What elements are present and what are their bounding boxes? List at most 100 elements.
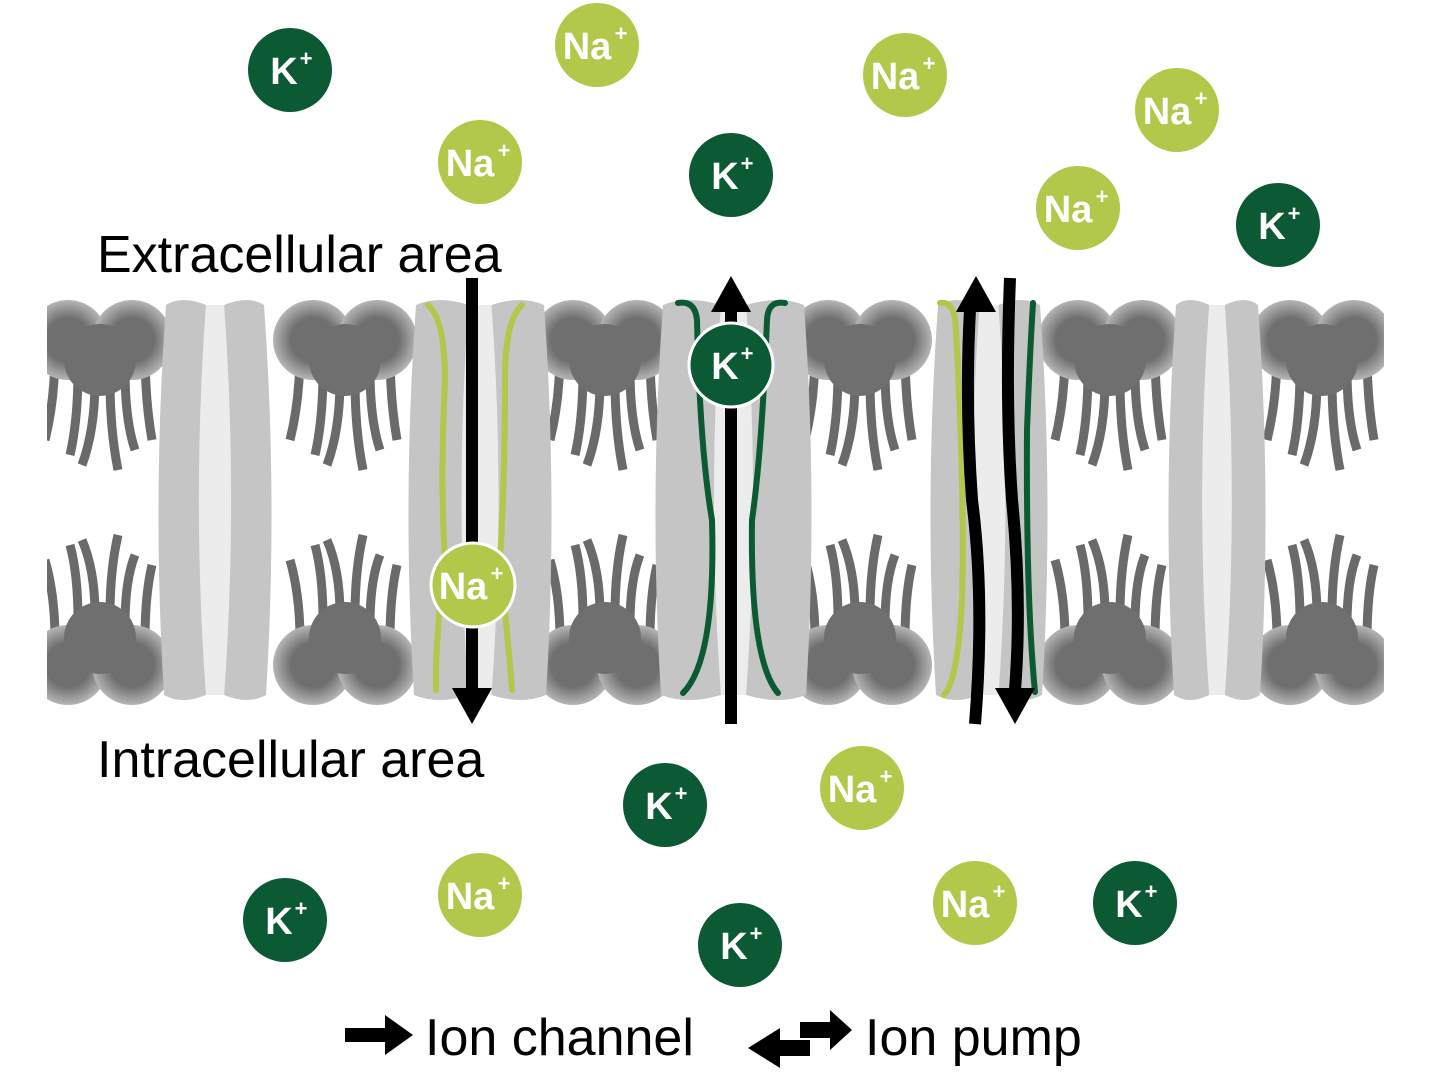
lipid-head: [569, 324, 641, 396]
ion-circle: [243, 878, 327, 962]
protein-subunit: [1168, 300, 1210, 700]
lipid-head: [1286, 602, 1358, 674]
ion-symbol: Na: [563, 26, 612, 68]
ion-charge: +: [1288, 201, 1301, 226]
lipid-head: [64, 324, 136, 396]
lipid-tail: [310, 543, 328, 621]
ion-charge: +: [300, 46, 313, 71]
ion-symbol: K: [1115, 884, 1143, 926]
ion-symbol: K: [711, 346, 739, 388]
ion-symbol: K: [270, 51, 298, 93]
lipid-tail: [570, 543, 588, 621]
potassium-ion: K+: [689, 133, 773, 217]
ion-symbol: Na: [446, 876, 495, 918]
sodium-channel: [408, 300, 552, 700]
sodium-ion: Na+: [820, 746, 904, 830]
intracellular-label: Intracellular area: [97, 731, 484, 789]
ion-charge: +: [295, 896, 308, 921]
ion-charge: +: [741, 151, 754, 176]
ion-symbol: Na: [1044, 189, 1093, 231]
ion-circle: [863, 33, 947, 117]
legend-ion-channel: Ion channel: [425, 1009, 694, 1067]
arrowhead-icon: [956, 276, 996, 312]
lipid-tail: [65, 543, 83, 621]
ion-symbol: K: [1258, 206, 1286, 248]
lipid-group: [788, 300, 932, 705]
pump-lining: [937, 299, 966, 698]
ion-circle: [933, 861, 1017, 945]
legend-ion-pump: Ion pump: [865, 1009, 1082, 1067]
lipid-tail: [1115, 533, 1133, 616]
ion-circle: [1135, 68, 1219, 152]
ion-channel-arrow-down: [452, 278, 492, 724]
lipid-head: [569, 602, 641, 674]
transport-arrows: [452, 276, 1035, 725]
protein-subunit: [655, 300, 721, 700]
membrane-proteins: [158, 299, 1266, 700]
ion-circle: [555, 3, 639, 87]
sodium-ion: Na+: [863, 33, 947, 117]
lipid-tail: [610, 533, 628, 616]
ion-circle: [248, 28, 332, 112]
ion-circle: [820, 746, 904, 830]
ion-circle: [1036, 166, 1120, 250]
protein-subunit: [1224, 300, 1266, 700]
arrowhead-icon: [995, 688, 1035, 724]
extracellular-label: Extracellular area: [97, 226, 502, 284]
ions: K+Na+Na+Na+Na+K+Na+K+K+Na+K+Na+Na+K+K+Na…: [243, 3, 1320, 987]
lipid-group: [533, 300, 677, 705]
lipid-tail: [865, 533, 883, 616]
ion-pump-arrow-down: [1001, 277, 1024, 691]
ion-symbol: Na: [446, 143, 495, 185]
lipid-head: [1074, 324, 1146, 396]
lipid-tail: [1327, 533, 1345, 616]
ion-circle: [429, 541, 517, 629]
ion-circle: [623, 763, 707, 847]
channel-lining: [748, 299, 788, 696]
sodium-ion: Na+: [933, 861, 1017, 945]
protein-subunit: [158, 300, 206, 700]
closed-channel-left: [158, 300, 272, 700]
ion-circle: [1093, 861, 1177, 945]
lipid-tail: [350, 533, 368, 616]
ion-charge: +: [923, 51, 936, 76]
lipid-tail: [825, 543, 843, 621]
ion-charge: +: [615, 21, 628, 46]
closed-channel-right: [1168, 300, 1266, 700]
pump-lining: [1023, 300, 1038, 695]
ion-charge: +: [750, 921, 763, 946]
lipid-group: [1038, 300, 1182, 705]
ion-symbol: K: [720, 926, 748, 968]
sodium-ion: Na+: [1135, 68, 1219, 152]
ion-pump-arrow-up: [961, 309, 986, 725]
ion-charge: +: [1195, 86, 1208, 111]
potassium-ion: K+: [243, 878, 327, 962]
ion-pump: [930, 299, 1048, 700]
sodium-ion: Na+: [555, 3, 639, 87]
ion-charge: +: [675, 781, 688, 806]
lipid-tail: [105, 533, 123, 616]
potassium-ion: K+: [248, 28, 332, 112]
lipid-head: [824, 602, 896, 674]
protein-subunit: [224, 300, 272, 700]
channel-lining: [425, 302, 449, 693]
ion-charge: +: [498, 871, 511, 896]
ion-channel-arrow-icon: [345, 1015, 413, 1055]
ion-circle: [438, 120, 522, 204]
ion-symbol: K: [265, 901, 293, 943]
potassium-ion: K+: [623, 763, 707, 847]
ion-circle: [687, 321, 775, 409]
lipid-head: [64, 602, 136, 674]
lipid-group: [28, 300, 172, 705]
ion-circle: [689, 133, 773, 217]
ion-symbol: Na: [1143, 91, 1192, 133]
lipid-group: [273, 300, 417, 705]
sodium-ion: Na+: [438, 853, 522, 937]
lipid-head: [824, 324, 896, 396]
lipid-group: [1250, 300, 1394, 705]
lipid-tail: [1075, 543, 1093, 621]
ion-charge: +: [491, 561, 504, 586]
ion-symbol: Na: [439, 566, 488, 608]
ion-charge: +: [1145, 879, 1158, 904]
